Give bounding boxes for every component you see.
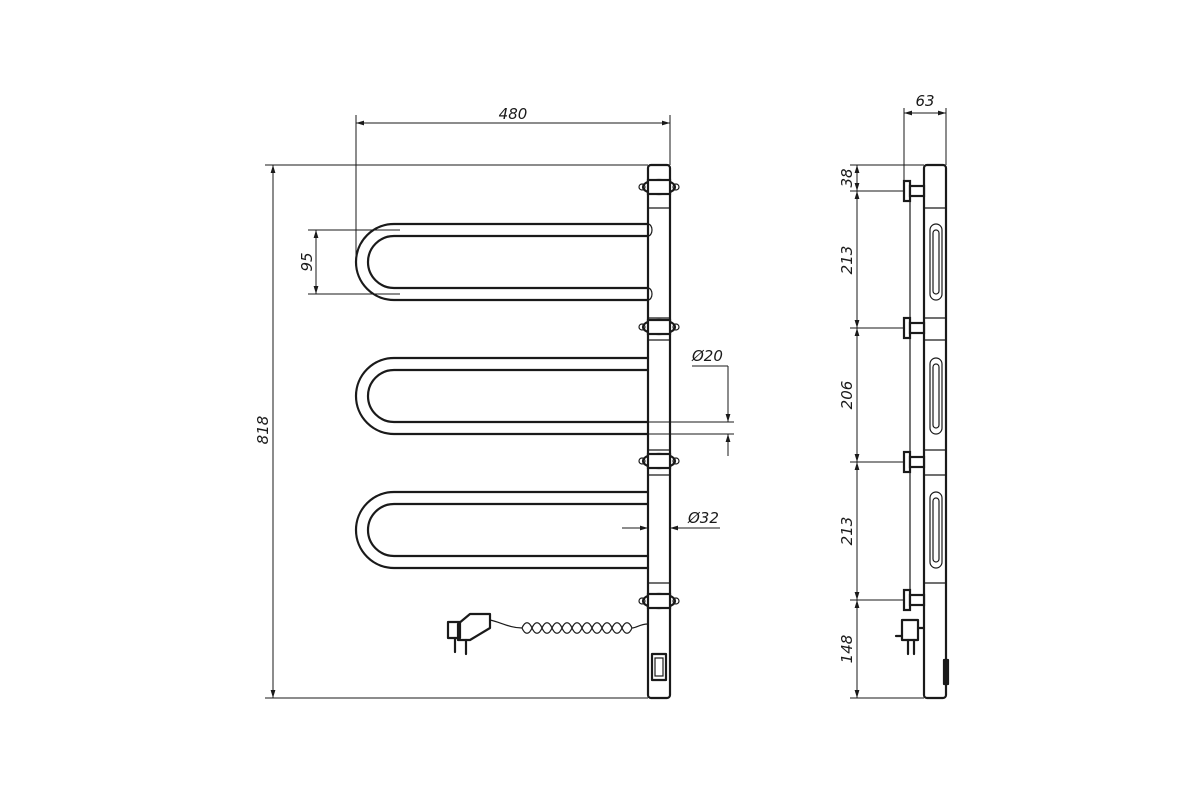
depth-label: 63 — [915, 92, 934, 110]
towel-loop-1 — [354, 222, 653, 302]
standoff — [902, 316, 926, 340]
towel-loop-3 — [354, 490, 650, 570]
side-plug — [894, 618, 926, 656]
standoff — [902, 179, 926, 203]
standoff — [902, 450, 926, 474]
standoff — [902, 588, 926, 612]
front-view: 480 818 95 Ø20 — [254, 105, 734, 700]
power-plug — [446, 612, 492, 656]
loop-spacing-label: 95 — [298, 252, 316, 271]
side-post — [922, 163, 948, 700]
height-label: 818 — [254, 416, 272, 445]
segment-3-label: 213 — [838, 517, 856, 546]
wall-bracket — [638, 452, 680, 470]
width-label: 480 — [499, 105, 528, 123]
dimension-width: 480 — [355, 105, 671, 262]
dimension-loop-spacing: 95 — [298, 229, 400, 295]
dimension-depth: 63 — [903, 92, 947, 190]
dimension-post-diameter: Ø32 — [622, 509, 720, 531]
dimension-chain: 38 213 206 213 148 — [838, 164, 924, 699]
segment-2-label: 206 — [838, 381, 856, 410]
wall-bracket — [638, 318, 680, 336]
dimension-tube-diameter: Ø20 — [648, 347, 734, 456]
post-diameter-label: Ø32 — [687, 509, 719, 527]
towel-loop-2 — [354, 356, 650, 436]
wall-bracket — [638, 592, 680, 610]
vertical-post — [646, 163, 672, 700]
wall-bracket — [638, 178, 680, 196]
power-switch — [650, 652, 668, 682]
tube-diameter-label: Ø20 — [691, 347, 723, 365]
segment-1-label: 213 — [838, 246, 856, 275]
top-offset-label: 38 — [838, 168, 856, 187]
dimension-height: 818 — [254, 164, 648, 699]
coiled-power-cable — [489, 619, 649, 634]
side-view: 63 38 213 206 213 148 — [838, 92, 950, 700]
bottom-label: 148 — [838, 635, 856, 664]
